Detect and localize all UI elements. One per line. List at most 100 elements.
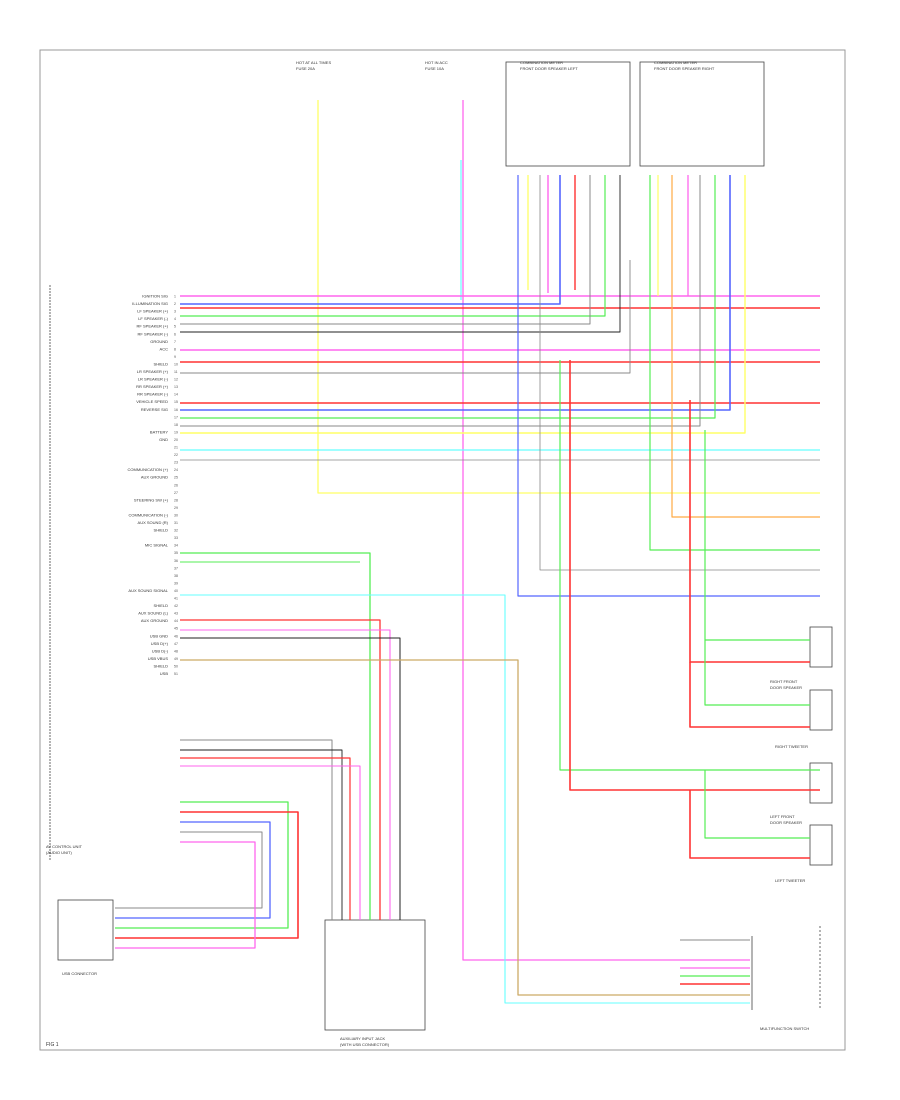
multifunction-switch-label: MULTIFUNCTION SWITCH bbox=[760, 1026, 809, 1031]
av-pin-label: BATTERY bbox=[150, 429, 168, 434]
av-pin-number: 37 bbox=[174, 566, 178, 570]
av-pin-number: 17 bbox=[174, 415, 178, 419]
av-pin-label: MIC SIGNAL bbox=[145, 543, 169, 548]
fuse-label-line2: FUSE 10A bbox=[425, 66, 444, 71]
av-pin-number: 7 bbox=[174, 340, 176, 344]
av-pin-number: 38 bbox=[174, 574, 178, 578]
box-title-line1: COMBINATION METER bbox=[520, 60, 563, 65]
av-pin-number: 22 bbox=[174, 453, 178, 457]
usb-connector: USB CONNECTOR bbox=[57, 899, 114, 976]
wire-lr-blue bbox=[180, 175, 731, 411]
wire-aux-sound-gray bbox=[180, 739, 333, 920]
wire-left-tweeter-red bbox=[689, 790, 810, 859]
av-pin-label: RR SPEAKER (-) bbox=[137, 392, 169, 397]
wire-usb-vbus-gray bbox=[115, 831, 263, 909]
av-pin-label: SHIELD bbox=[154, 528, 169, 533]
wire-speed-yellow bbox=[180, 175, 746, 434]
wire-illumination-blue bbox=[180, 175, 561, 305]
multifunction-switch: MULTIFUNCTION SWITCH bbox=[751, 926, 821, 1031]
av-pin-label: AUX SOUND (L) bbox=[138, 611, 168, 616]
av-pin-label: REVERSE SIG bbox=[141, 407, 168, 412]
wire-aux-shield2 bbox=[180, 749, 343, 920]
av-pin-number: 3 bbox=[174, 310, 176, 314]
av-pin-label: SHIELD bbox=[154, 361, 169, 366]
speaker-label-line2: DOOR SPEAKER bbox=[770, 685, 802, 690]
av-pin-number: 11 bbox=[174, 370, 178, 374]
wire-battery-yellow bbox=[317, 100, 820, 494]
av-pin-number: 50 bbox=[174, 664, 178, 668]
av-pin-number: 28 bbox=[174, 498, 178, 502]
fuse-hot-at-all-times: HOT AT ALL TIMES FUSE 20A bbox=[296, 60, 331, 71]
wire-usb-pink bbox=[115, 841, 256, 949]
av-unit-title-line1: AV CONTROL UNIT bbox=[46, 844, 83, 849]
usb-connector-label: USB CONNECTOR bbox=[62, 971, 97, 976]
av-pin-number: 8 bbox=[174, 347, 176, 351]
av-pin-number: 45 bbox=[174, 627, 178, 631]
av-pin-label: RR SPEAKER (+) bbox=[136, 384, 169, 389]
box-title-line1: COMBINATION METER bbox=[654, 60, 697, 65]
av-pin-number: 51 bbox=[174, 672, 178, 676]
av-pin-number: 27 bbox=[174, 491, 178, 495]
wires bbox=[115, 100, 820, 1004]
av-pin-number: 30 bbox=[174, 513, 178, 517]
wire-usb-gnd-green bbox=[115, 801, 289, 929]
wire-rr-gray bbox=[180, 175, 701, 427]
wire-usb-dminus-blue bbox=[115, 821, 271, 919]
av-pin-number: 6 bbox=[174, 332, 176, 336]
speaker-label-line2: DOOR SPEAKER bbox=[770, 820, 802, 825]
av-pin-number: 39 bbox=[174, 581, 178, 585]
wire-left-door-red bbox=[569, 360, 820, 791]
page-footer: FIG 1 bbox=[46, 1042, 59, 1048]
av-pin-number: 41 bbox=[174, 597, 178, 601]
av-pin-label: SHIELD bbox=[154, 663, 169, 668]
av-pin-number: 14 bbox=[174, 393, 178, 397]
aux-label-line1: AUXILIARY INPUT JACK bbox=[340, 1036, 385, 1041]
av-pin-number: 19 bbox=[174, 430, 178, 434]
front-door-speaker-right-box: COMBINATION METER FRONT DOOR SPEAKER RIG… bbox=[639, 60, 765, 167]
av-pin-number: 49 bbox=[174, 657, 178, 661]
av-pin-number: 43 bbox=[174, 612, 178, 616]
wire-left-tweeter-green bbox=[704, 770, 810, 839]
av-unit-title-line2: (AUDIO UNIT) bbox=[46, 850, 72, 855]
av-pin-number: 24 bbox=[174, 468, 178, 472]
diagram-frame bbox=[39, 49, 846, 1051]
wire-blue-drop bbox=[517, 175, 820, 597]
wire-usb-dplus-red bbox=[115, 811, 299, 939]
av-pin-number: 44 bbox=[174, 619, 178, 623]
av-pin-number: 5 bbox=[174, 325, 176, 329]
av-pin-label: COMMUNICATION (+) bbox=[128, 467, 169, 472]
av-pin-number: 21 bbox=[174, 446, 178, 450]
wire-right-tweeter-green bbox=[704, 640, 810, 706]
box-title-line2: FRONT DOOR SPEAKER LEFT bbox=[520, 66, 578, 71]
av-pin-number: 15 bbox=[174, 400, 178, 404]
wire-left-door-green bbox=[559, 360, 820, 771]
av-pin-label: USB GND bbox=[150, 633, 168, 638]
av-pin-label: LR SPEAKER (-) bbox=[138, 377, 169, 382]
wire-rf-gray bbox=[180, 175, 591, 325]
av-pin-number: 47 bbox=[174, 642, 178, 646]
av-control-unit: AV CONTROL UNIT (AUDIO UNIT) bbox=[46, 285, 83, 860]
wire-orange-drop bbox=[671, 175, 820, 518]
av-pin-label: AUX SOUND (R) bbox=[138, 520, 169, 525]
av-pin-label: GROUND bbox=[150, 339, 168, 344]
av-pin-label: COMMUNICATION (-) bbox=[129, 512, 169, 517]
wire-green-drop bbox=[649, 175, 820, 551]
wire-right-door-green bbox=[704, 430, 810, 641]
av-pin-number: 1 bbox=[174, 295, 176, 299]
av-pin-number: 10 bbox=[174, 362, 178, 366]
av-pin-number: 42 bbox=[174, 604, 178, 608]
right-tweeter: RIGHT TWEETER bbox=[775, 689, 833, 749]
av-pin-label: STEERING SW (+) bbox=[134, 497, 169, 502]
av-pin-label: LR SPEAKER (+) bbox=[137, 369, 169, 374]
wire-aux-red bbox=[180, 619, 381, 920]
av-pin-label: VEHICLE SPEED bbox=[136, 399, 168, 404]
av-pin-number: 18 bbox=[174, 423, 178, 427]
av-pin-number: 13 bbox=[174, 385, 178, 389]
wire-steering-cyan bbox=[180, 594, 750, 1004]
av-pin-number: 16 bbox=[174, 408, 178, 412]
wire-gray-drop bbox=[539, 175, 820, 571]
wire-right-door-red bbox=[689, 400, 810, 663]
wire-aux-shield bbox=[180, 637, 401, 920]
av-pin-number: 35 bbox=[174, 551, 178, 555]
